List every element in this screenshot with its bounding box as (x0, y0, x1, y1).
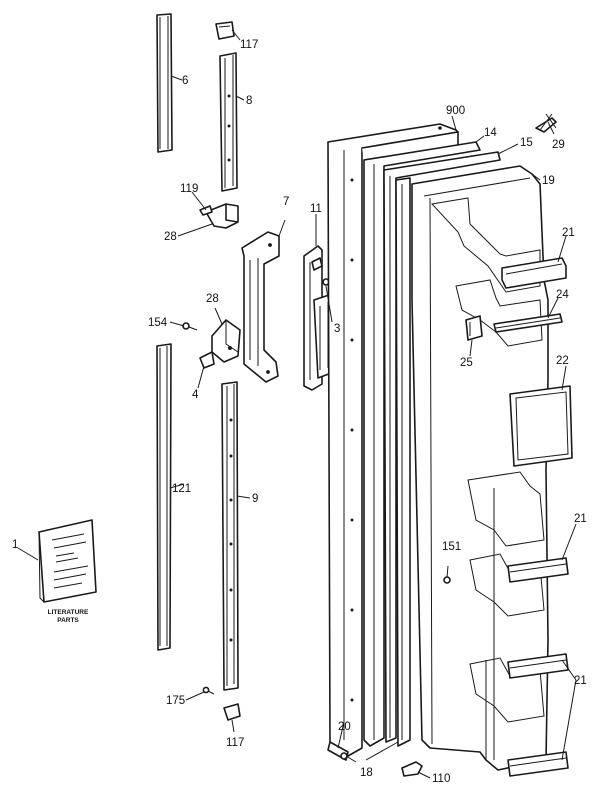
leader-lines (17, 29, 577, 779)
callout-18: 18 (360, 767, 373, 779)
literature-caption: LITERATURE PARTS (48, 609, 89, 624)
part-175-screw (202, 686, 215, 695)
part-154-screw (182, 322, 198, 331)
part-19-door-liner (411, 165, 549, 771)
callout-154: 154 (148, 317, 168, 329)
part-21-shelf-lower-a (507, 653, 569, 679)
parts-label: PARTS (57, 617, 79, 624)
callout-8: 8 (246, 95, 252, 107)
part-9-long-channel (221, 381, 239, 691)
part-28-lower-hinge-block (211, 319, 241, 363)
callout-29: 29 (552, 139, 565, 151)
callout-175: 175 (166, 695, 185, 707)
callout-20: 20 (338, 721, 351, 733)
callout-21-lower: 21 (574, 675, 587, 687)
part-14-inner-frame (363, 141, 481, 747)
part-117-top-end-cap (215, 21, 235, 40)
callout-28-mid: 28 (206, 293, 219, 305)
callout-24: 24 (556, 289, 569, 301)
callout-117-top: 117 (240, 39, 258, 51)
callout-28-top: 28 (164, 231, 177, 243)
part-3-screws (311, 257, 330, 286)
part-25-latch (465, 315, 483, 341)
part-21-shelf-middle (507, 557, 569, 583)
part-28-upper-hinge-bracket (199, 203, 239, 229)
callout-117-bottom: 117 (226, 737, 244, 749)
callout-1: 1 (12, 539, 18, 551)
callout-14: 14 (484, 127, 497, 139)
part-7-door-handle (241, 231, 280, 383)
part-117-bottom-end-cap (223, 703, 241, 721)
callout-119: 119 (180, 183, 198, 195)
callout-151: 151 (442, 541, 461, 553)
part-8-channel (219, 52, 238, 192)
callout-9: 9 (252, 493, 258, 505)
callout-11: 11 (310, 203, 322, 215)
part-21-shelf-upper (501, 257, 567, 289)
callout-6: 6 (182, 75, 188, 87)
callout-7: 7 (283, 196, 289, 208)
callout-121: 121 (172, 483, 191, 495)
callout-19: 19 (542, 175, 555, 187)
callout-3: 3 (334, 323, 340, 335)
part-24-shelf-rail (493, 313, 563, 333)
part-6-trim-strip (156, 13, 173, 153)
part-22-cover-panel (509, 385, 573, 467)
part-900-door-panel (327, 123, 459, 757)
callout-25: 25 (460, 357, 473, 369)
part-151-screw (443, 576, 451, 584)
callout-15: 15 (520, 137, 533, 149)
callout-4: 4 (192, 389, 199, 401)
callout-21-upper: 21 (562, 227, 575, 239)
callout-22: 22 (556, 355, 569, 367)
part-121-long-strip (156, 343, 172, 651)
part-4-clip (199, 351, 215, 369)
part-1-literature-booklet (38, 519, 97, 603)
part-21-shelf-lower-b (507, 751, 569, 777)
part-110-bumper (401, 761, 423, 777)
literature-label: LITERATURE (48, 609, 89, 616)
callout-900: 900 (446, 105, 465, 117)
part-29-clip (535, 113, 557, 133)
part-18-gasket-strip (395, 177, 411, 747)
callout-110: 110 (432, 773, 450, 785)
part-20-bolt (327, 741, 357, 763)
callout-labels: 6 117 8 119 28 7 11 3 28 154 4 121 9 1 1… (12, 39, 587, 785)
callout-21-middle: 21 (574, 513, 587, 525)
